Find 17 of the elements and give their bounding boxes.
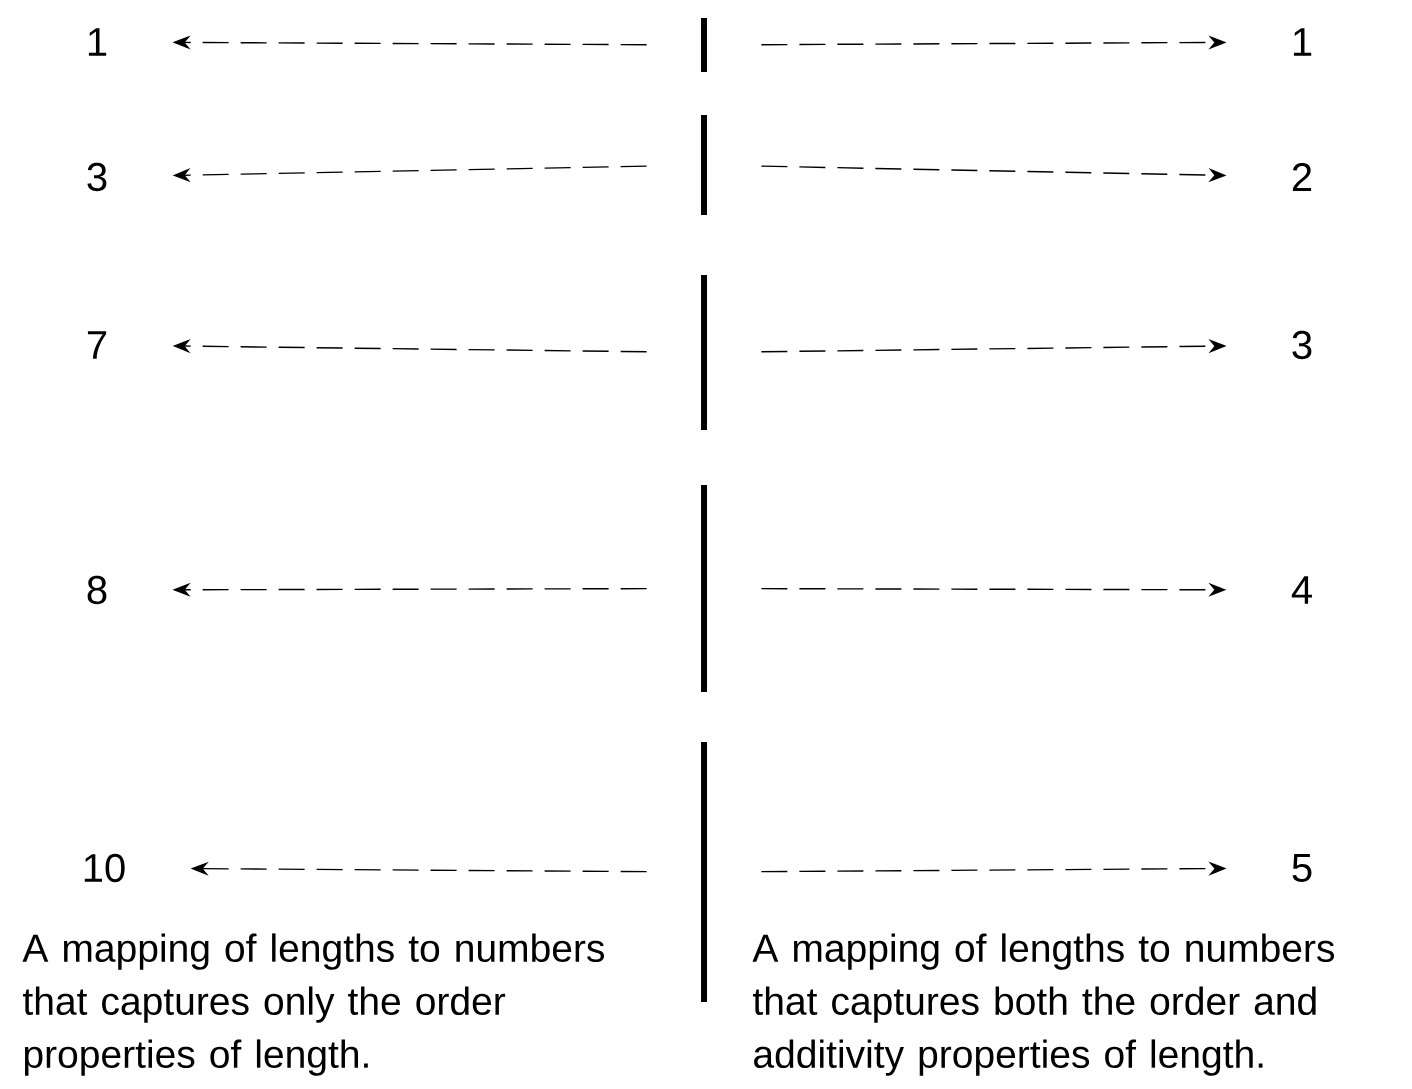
divider-bar <box>701 115 707 215</box>
number-label: 8 <box>87 575 107 605</box>
number-label: 3 <box>87 162 107 192</box>
number-label: 3 <box>1292 330 1312 360</box>
divider-bar <box>701 485 707 692</box>
caption-text: A mapping of lengths to numbers that captures both the order and additivity properties of length. <box>752 933 1335 1076</box>
number-label: 2 <box>1292 163 1312 191</box>
divider-bar <box>701 275 707 430</box>
number-label: 7 <box>87 331 107 359</box>
number-label: 1 <box>1293 28 1312 56</box>
number-label: 5 <box>1292 854 1312 882</box>
divider-bar <box>701 18 707 72</box>
number-label: 1 <box>88 28 107 56</box>
divider-bar <box>701 742 707 1002</box>
number-label: 4 <box>1291 576 1312 604</box>
caption-text: A mapping of lengths to numbers that captures only the order properties of length. <box>22 933 605 1076</box>
number-label: 10 <box>84 853 125 883</box>
